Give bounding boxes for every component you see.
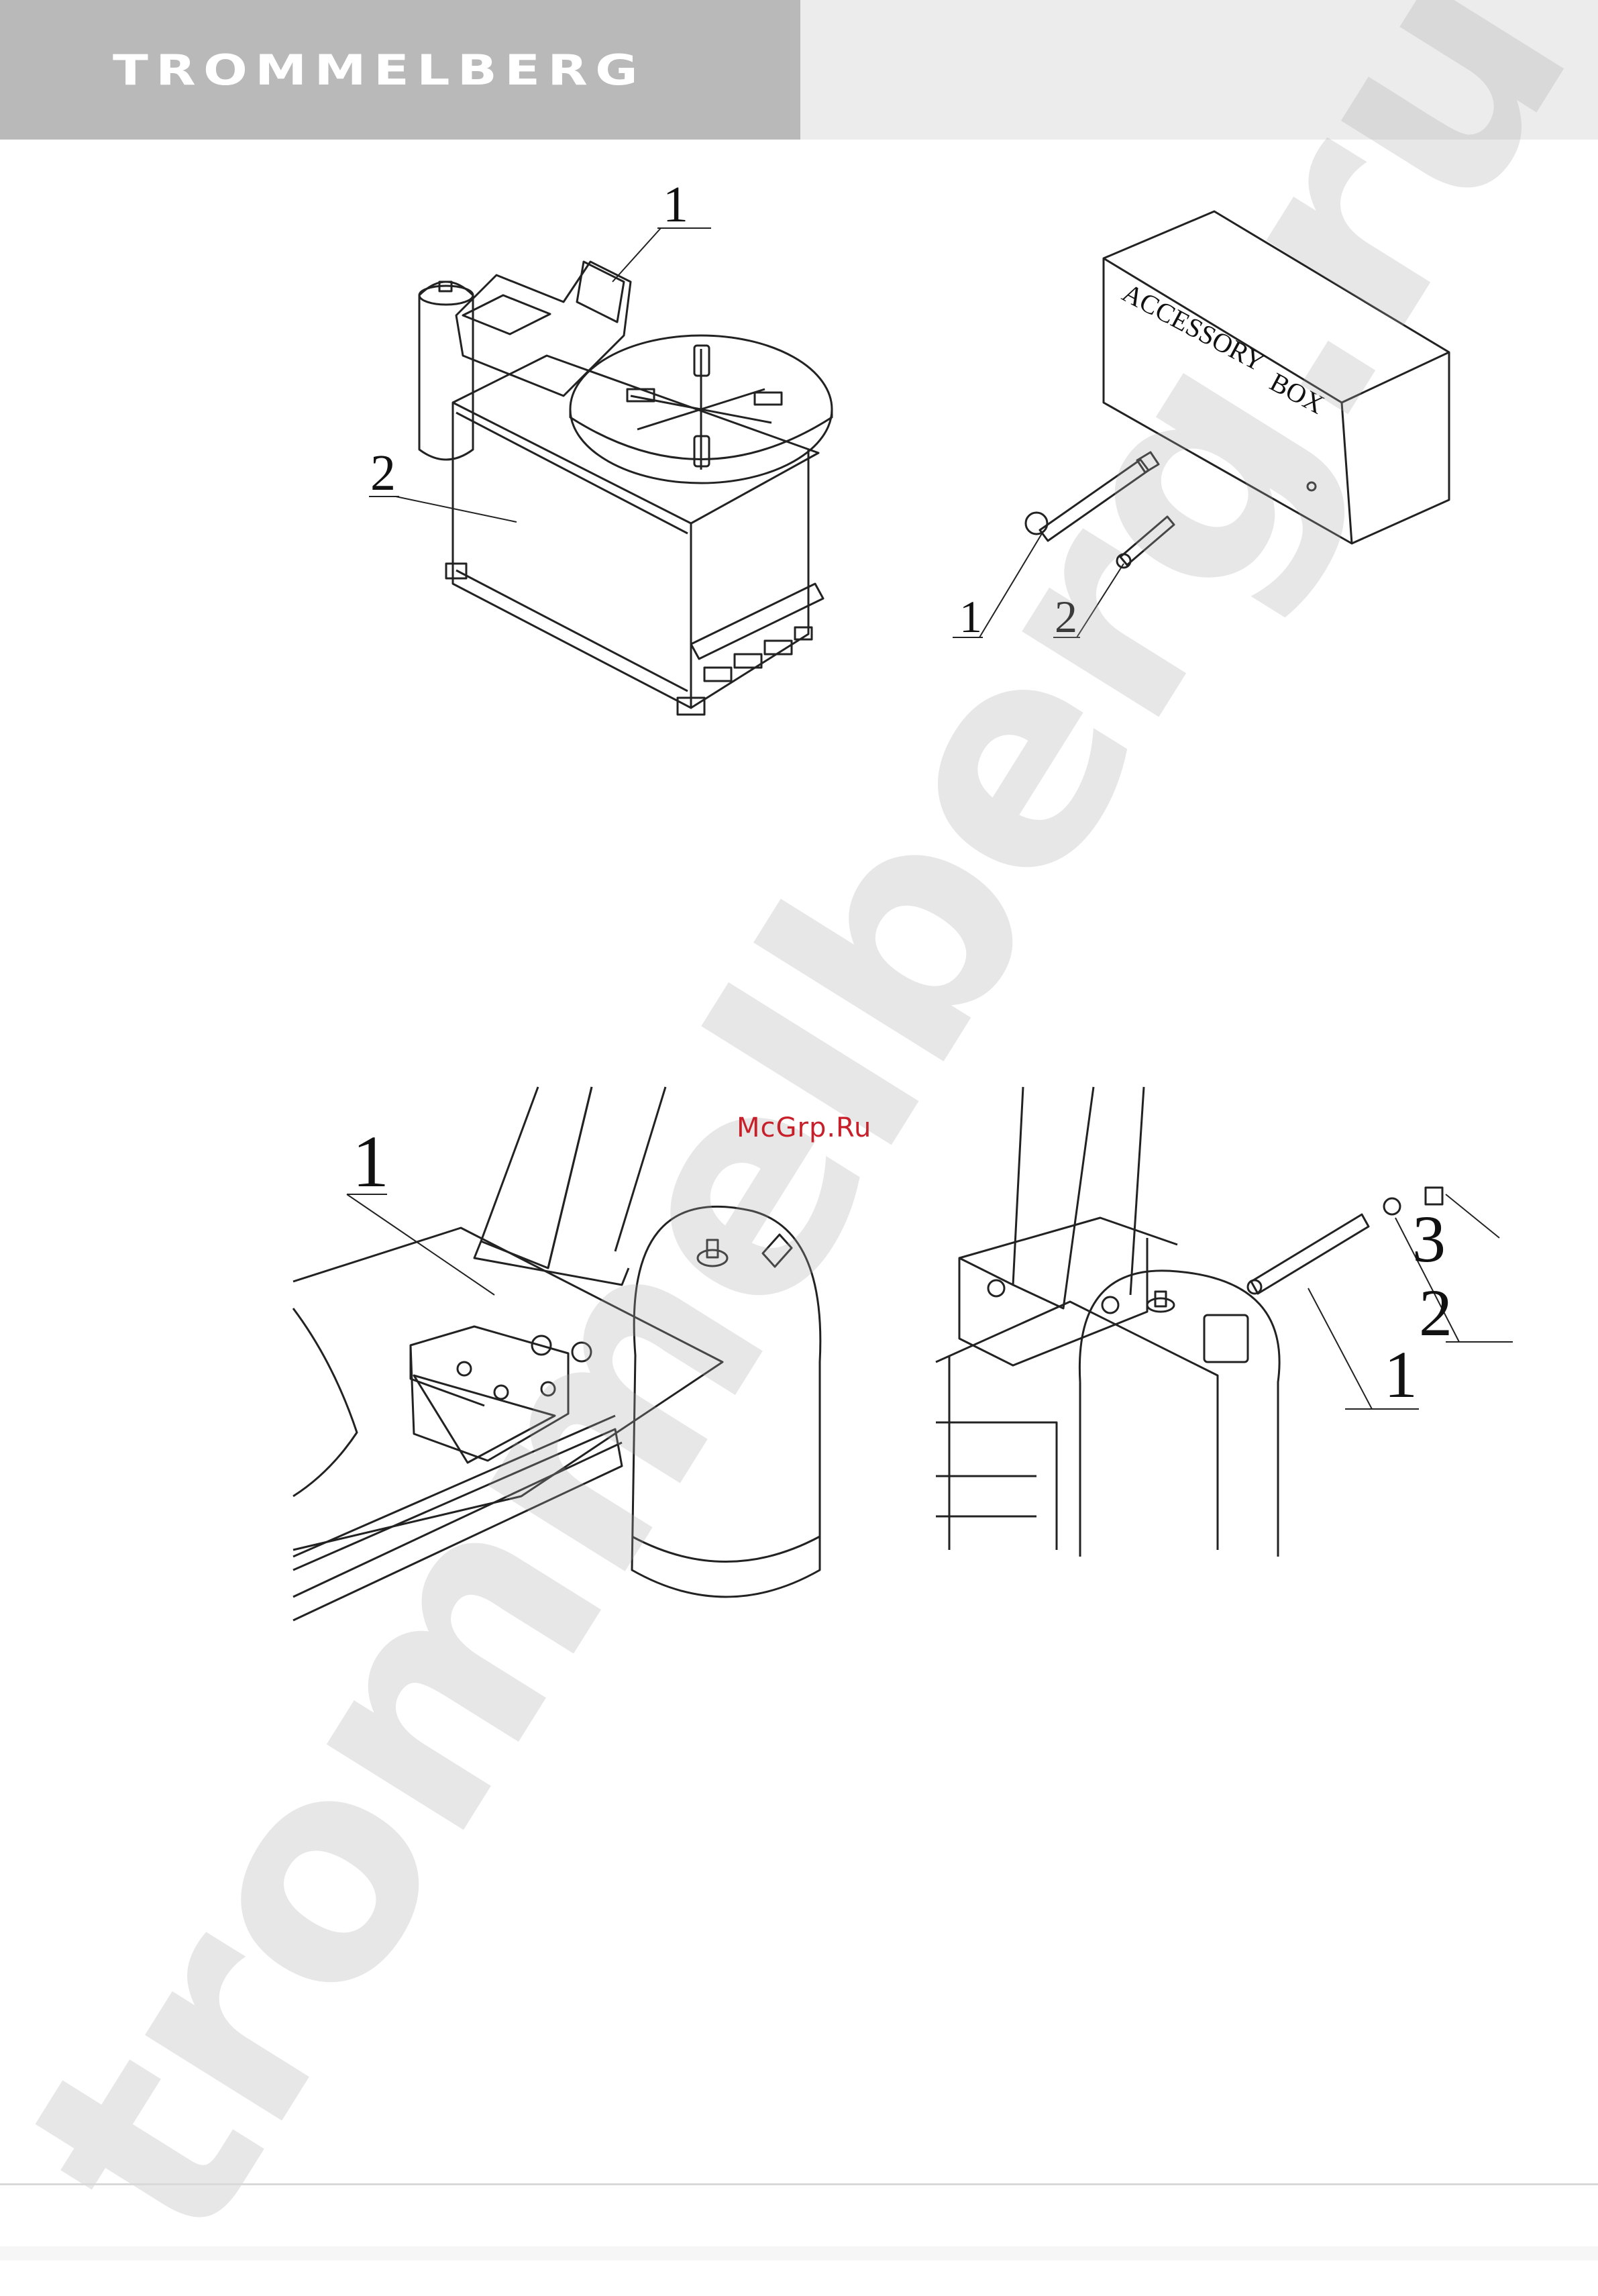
- callout-1: 1: [1384, 1337, 1418, 1412]
- brand-logo: TROMMELBERG: [113, 50, 645, 91]
- callout-2: 2: [370, 445, 396, 501]
- callout-1: 1: [959, 591, 982, 642]
- callout-3: 3: [1412, 1202, 1446, 1276]
- figure-accessory: ACCESSORY BOX 1 2: [953, 201, 1489, 658]
- callout-1: 1: [352, 1120, 389, 1202]
- site-mark: McGrp.Ru: [737, 1112, 871, 1143]
- figure-machine: 1 2: [362, 181, 872, 738]
- figure-mount-left: 1: [293, 1087, 857, 1590]
- header-band-right: [800, 0, 1598, 140]
- box-label-accessory: ACCESSORY: [1118, 277, 1270, 377]
- callout-2: 2: [1419, 1275, 1452, 1350]
- callout-1: 1: [663, 176, 688, 233]
- header-band: TROMMELBERG: [0, 0, 800, 140]
- box-screw-icon: [1308, 482, 1316, 490]
- footer-band: [0, 2246, 1598, 2260]
- figure-mount-right: 1 2 3: [936, 1087, 1459, 1557]
- callout-2: 2: [1055, 591, 1077, 642]
- footer-divider: [0, 2183, 1598, 2185]
